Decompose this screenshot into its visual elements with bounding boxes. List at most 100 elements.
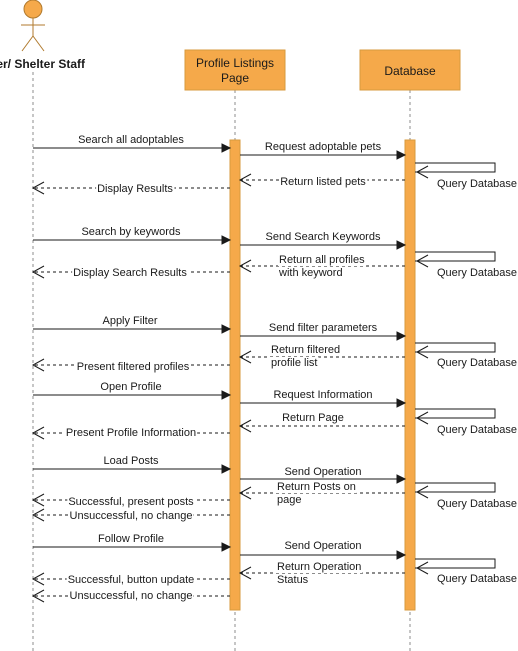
self-message-loop <box>415 408 496 419</box>
arrowhead-open <box>238 419 252 433</box>
message-m31: Successful, button update <box>31 572 230 586</box>
label-background <box>64 427 198 439</box>
message-m19: Return Page <box>238 412 405 433</box>
label-background <box>96 183 175 195</box>
message-m3: Query Database <box>415 162 518 190</box>
label-background <box>276 481 357 493</box>
message-m28: Send Operation <box>240 540 407 560</box>
arrowhead-filled <box>221 464 232 474</box>
message-label: Query Database <box>437 178 517 190</box>
message-label: Successful, button update <box>68 574 195 586</box>
arrowhead-filled <box>221 390 232 400</box>
message-label: Query Database <box>437 573 517 585</box>
message-m8: Query Database <box>415 251 518 279</box>
message-m10: Display Search Results <box>31 265 230 279</box>
message-label: Apply Filter <box>102 315 157 327</box>
label-background <box>80 226 183 238</box>
arrowhead-open <box>238 486 252 500</box>
label-background <box>435 424 518 436</box>
arrowhead-open <box>415 561 429 575</box>
message-label: Status <box>277 574 309 586</box>
arrowhead-open <box>31 508 45 522</box>
self-message-loop <box>415 482 496 493</box>
message-label: Unsuccessful, no change <box>70 590 193 602</box>
arrowhead-filled <box>396 474 407 484</box>
self-message-loop <box>415 558 496 569</box>
label-background <box>435 498 518 510</box>
self-message-loop <box>415 162 496 173</box>
database-label: Database <box>384 64 436 78</box>
arrowhead-open <box>415 485 429 499</box>
arrowhead-filled <box>221 324 232 334</box>
message-m2: Request adoptable pets <box>240 141 407 160</box>
arrowhead-open <box>415 165 429 179</box>
actor-label: User/ Shelter Staff <box>0 57 86 71</box>
message-label: Search by keywords <box>81 226 181 238</box>
label-background <box>435 357 518 369</box>
self-message-loop <box>415 251 496 262</box>
message-label: Search all adoptables <box>78 134 184 146</box>
arrowhead-open <box>415 411 429 425</box>
message-m22: Send Operation <box>240 466 407 484</box>
message-label: Query Database <box>437 424 517 436</box>
arrowhead-open <box>238 350 252 364</box>
label-background <box>77 134 186 146</box>
arrowhead-filled <box>396 150 407 160</box>
arrowhead-open <box>415 254 429 268</box>
arrowhead-open <box>31 589 45 603</box>
message-m5: Display Results <box>31 181 230 195</box>
label-background <box>66 574 196 586</box>
profile-page-activation <box>229 139 241 611</box>
message-label: Follow Profile <box>98 533 164 545</box>
message-m32: Unsuccessful, no change <box>31 589 230 603</box>
message-label: Return filtered <box>271 344 340 356</box>
message-m12: Send filter parameters <box>240 322 407 341</box>
label-background <box>278 254 367 266</box>
message-label: Send Operation <box>284 466 361 478</box>
message-label: Return Posts on <box>277 481 356 493</box>
message-label: Return listed pets <box>280 176 366 188</box>
message-m15: Present filtered profiles <box>31 358 230 373</box>
arrowhead-filled <box>396 550 407 560</box>
arrowhead-filled <box>396 331 407 341</box>
label-background <box>72 267 189 279</box>
message-m27: Follow Profile <box>33 533 232 552</box>
message-m4: Return listed pets <box>238 173 405 188</box>
message-label: Send Search Keywords <box>266 231 381 243</box>
arrowhead-open <box>415 345 429 359</box>
database-box <box>359 49 461 91</box>
self-message-loop <box>415 342 496 353</box>
label-background <box>102 455 161 467</box>
message-label: Open Profile <box>100 381 161 393</box>
message-label: with keyword <box>278 267 343 279</box>
label-background <box>99 381 163 393</box>
label-background <box>276 561 363 573</box>
message-label: Query Database <box>437 498 517 510</box>
message-m21: Load Posts <box>33 455 232 474</box>
arrowhead-filled <box>396 240 407 250</box>
message-label: Load Posts <box>103 455 159 467</box>
arrowhead-filled <box>396 398 407 408</box>
message-m25: Successful, present posts <box>31 493 230 508</box>
label-background <box>270 344 342 356</box>
message-m1: Search all adoptables <box>33 134 232 153</box>
message-label: profile list <box>271 357 317 369</box>
message-m20: Present Profile Information <box>31 426 230 440</box>
label-background <box>68 590 194 602</box>
arrowhead-filled <box>221 542 232 552</box>
message-m17: Request Information <box>240 389 407 408</box>
message-label: Query Database <box>437 267 517 279</box>
arrowhead-open <box>238 259 252 273</box>
message-m11: Apply Filter <box>33 315 232 334</box>
message-label: Return Page <box>282 412 344 424</box>
arrowhead-open <box>31 358 45 372</box>
message-label: Send Operation <box>284 540 361 552</box>
message-label: Request Information <box>273 389 372 401</box>
arrowhead-open <box>31 426 45 440</box>
label-background <box>264 231 382 243</box>
